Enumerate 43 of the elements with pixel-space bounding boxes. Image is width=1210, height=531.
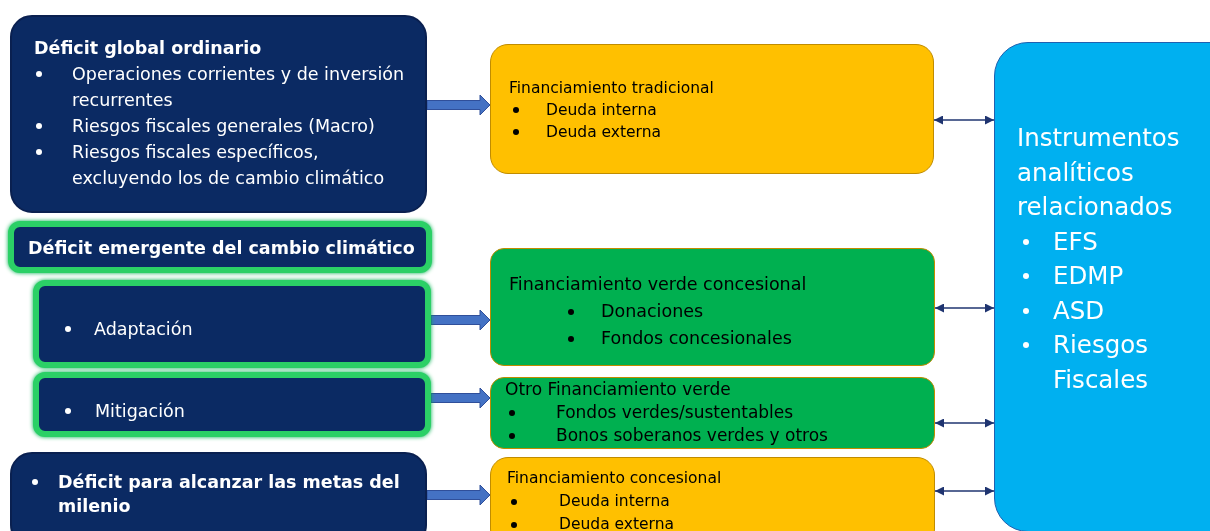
- bullet-item: Fondos verdes/sustentables: [505, 401, 924, 424]
- financing-box: [490, 44, 934, 174]
- bullet-item: Riesgos fiscales específicos, excluyendo los de cambio climático: [34, 139, 411, 191]
- bullet-item: Deuda interna: [507, 490, 924, 513]
- heading: Déficit emergente del cambio climático: [28, 237, 416, 260]
- financing-box: [490, 457, 935, 531]
- arrow: [426, 94, 491, 116]
- bullet-item: Mitigación: [59, 399, 415, 423]
- bullet-item: Deuda interna: [509, 99, 923, 121]
- arrow: [933, 115, 995, 125]
- arrow: [426, 484, 491, 506]
- financing-box: [490, 377, 935, 449]
- deficit-heading-box: [8, 221, 432, 273]
- bullet-item: Donaciones: [509, 298, 924, 325]
- bullet-item: Riesgos fiscales generales (Macro): [34, 113, 411, 139]
- category-box: [33, 372, 431, 437]
- financing-box: [490, 248, 935, 366]
- bullet-item: Déficit para alcanzar las metas del milenio: [28, 470, 415, 518]
- heading: Déficit global ordinario: [34, 37, 263, 60]
- deficit-box: [10, 452, 427, 531]
- bullet-item: Deuda externa: [507, 513, 924, 531]
- arrow: [934, 486, 995, 496]
- heading: Financiamiento tradicional: [509, 78, 715, 99]
- bullet-item: Adaptación: [59, 317, 415, 341]
- bullet-item: Fondos concesionales: [509, 325, 924, 352]
- bullet-item: EDMP: [1017, 259, 1203, 294]
- deficit-box: [10, 15, 427, 213]
- bullet-item: Riesgos Fiscales: [1017, 328, 1203, 397]
- heading: Financiamiento verde concesional: [509, 273, 808, 296]
- bullet-item: Deuda externa: [509, 121, 923, 143]
- arrow: [430, 387, 491, 409]
- bullet-item: EFS: [1017, 224, 1203, 259]
- heading: Instrumentos analíticos relacionados: [1017, 122, 1181, 223]
- instruments-panel: [994, 42, 1210, 531]
- arrow: [934, 418, 995, 428]
- bullet-item: ASD: [1017, 293, 1203, 328]
- heading: Financiamiento concesional: [507, 468, 723, 489]
- heading: Otro Financiamiento verde: [505, 378, 732, 401]
- bullet-item: Operaciones corrientes y de inversión recurrentes: [34, 61, 411, 113]
- arrow: [934, 303, 995, 313]
- arrow: [430, 309, 491, 331]
- bullet-item: Bonos soberanos verdes y otros: [505, 424, 924, 447]
- category-box: [33, 280, 431, 368]
